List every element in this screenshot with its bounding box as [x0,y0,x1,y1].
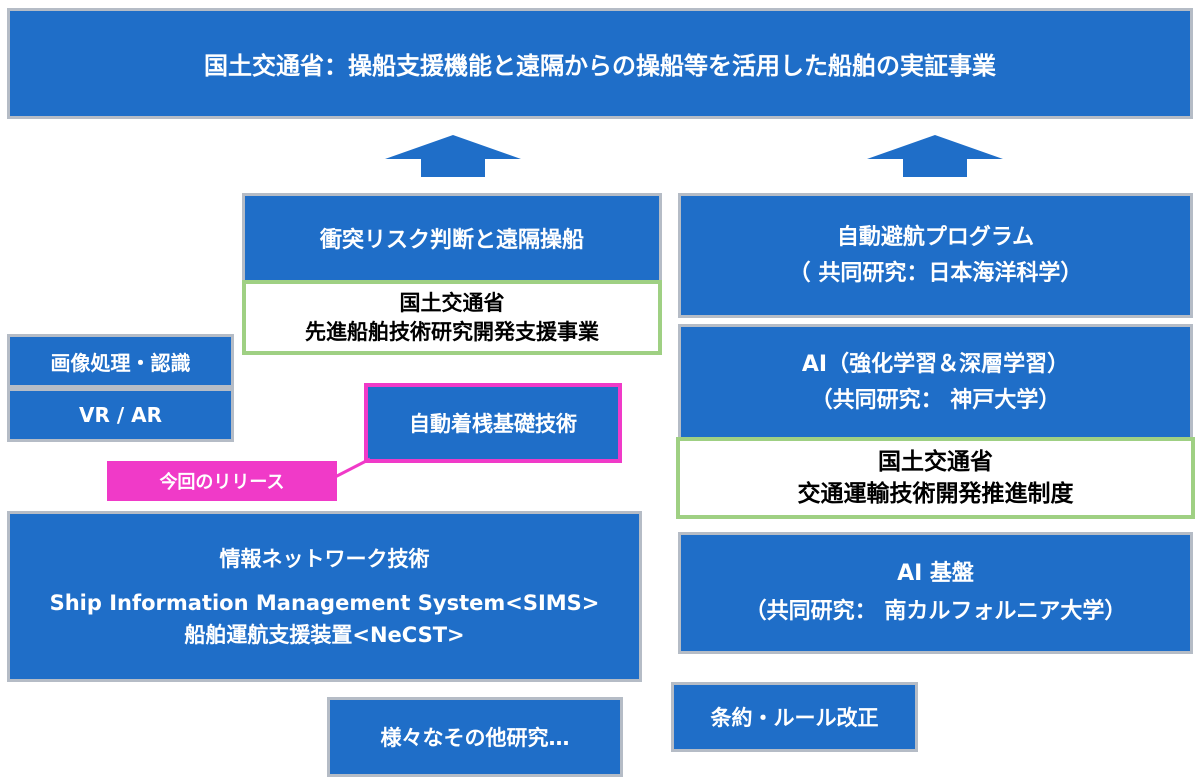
release-tag: 今回のリリース [107,461,337,501]
mlit-transport-line2: 交通運輸技術開発推進制度 [797,481,1074,507]
mlit-advanced-ship-program-box: 国土交通省 先進船舶技術研究開発支援事業 [242,280,662,355]
ai-line2: （共同研究： 神戸大学） [810,388,1061,413]
other-research-text: 様々なその他研究… [380,726,570,750]
other-research-box: 様々なその他研究… [327,697,623,777]
ai-base-line1: AI 基盤 [897,561,974,586]
auto-berthing-text: 自動着桟基礎技術 [409,412,577,436]
image-processing-box: 画像処理・認識 [7,334,234,388]
mlit-transport-line1: 国土交通省 [878,449,993,475]
rule-revision-text: 条約・ルール改正 [710,706,879,730]
auto-avoidance-line1: 自動避航プログラム [836,224,1035,250]
info-network-necst: 船舶運航支援装置<NeCST> [184,622,465,647]
auto-avoidance-line2: （ 共同研究：日本海洋科学） [788,260,1083,286]
auto-avoidance-box: 自動避航プログラム （ 共同研究：日本海洋科学） [678,193,1193,318]
top-banner: 国土交通省：操船支援機能と遠隔からの操船等を活用した船舶の実証事業 [7,8,1193,119]
ai-line1: AI（強化学習＆深層学習） [801,352,1070,377]
collision-risk-text: 衝突リスク判断と遠隔操船 [319,228,584,253]
info-network-box: 情報ネットワーク技術 Ship Information Management S… [7,511,642,682]
vr-ar-box: VR / AR [7,388,234,442]
mlit-advanced-line1: 国土交通省 [399,290,505,315]
mlit-advanced-line2: 先進船舶技術研究開発支援事業 [305,319,599,344]
up-arrow-icon [867,135,1003,177]
vr-ar-text: VR / AR [79,403,162,427]
up-arrow-icon [385,135,521,177]
release-tag-text: 今回のリリース [159,472,285,493]
rule-revision-box: 条約・ルール改正 [671,682,918,752]
info-network-title: 情報ネットワーク技術 [219,546,430,571]
auto-berthing-box: 自動着桟基礎技術 [364,383,622,463]
release-callout-line [334,457,371,479]
mlit-transport-program-box: 国土交通省 交通運輸技術開発推進制度 [676,437,1195,519]
ai-base-line2: （共同研究： 南カルフォルニア大学） [744,599,1127,624]
ai-base-box: AI 基盤 （共同研究： 南カルフォルニア大学） [678,532,1193,654]
ai-box: AI（強化学習＆深層学習） （共同研究： 神戸大学） [678,324,1193,442]
info-network-sims: Ship Information Management System<SIMS> [49,590,600,615]
collision-risk-box: 衝突リスク判断と遠隔操船 [242,193,662,283]
image-processing-text: 画像処理・認識 [50,350,191,375]
top-banner-text: 国土交通省：操船支援機能と遠隔からの操船等を活用した船舶の実証事業 [204,52,996,80]
